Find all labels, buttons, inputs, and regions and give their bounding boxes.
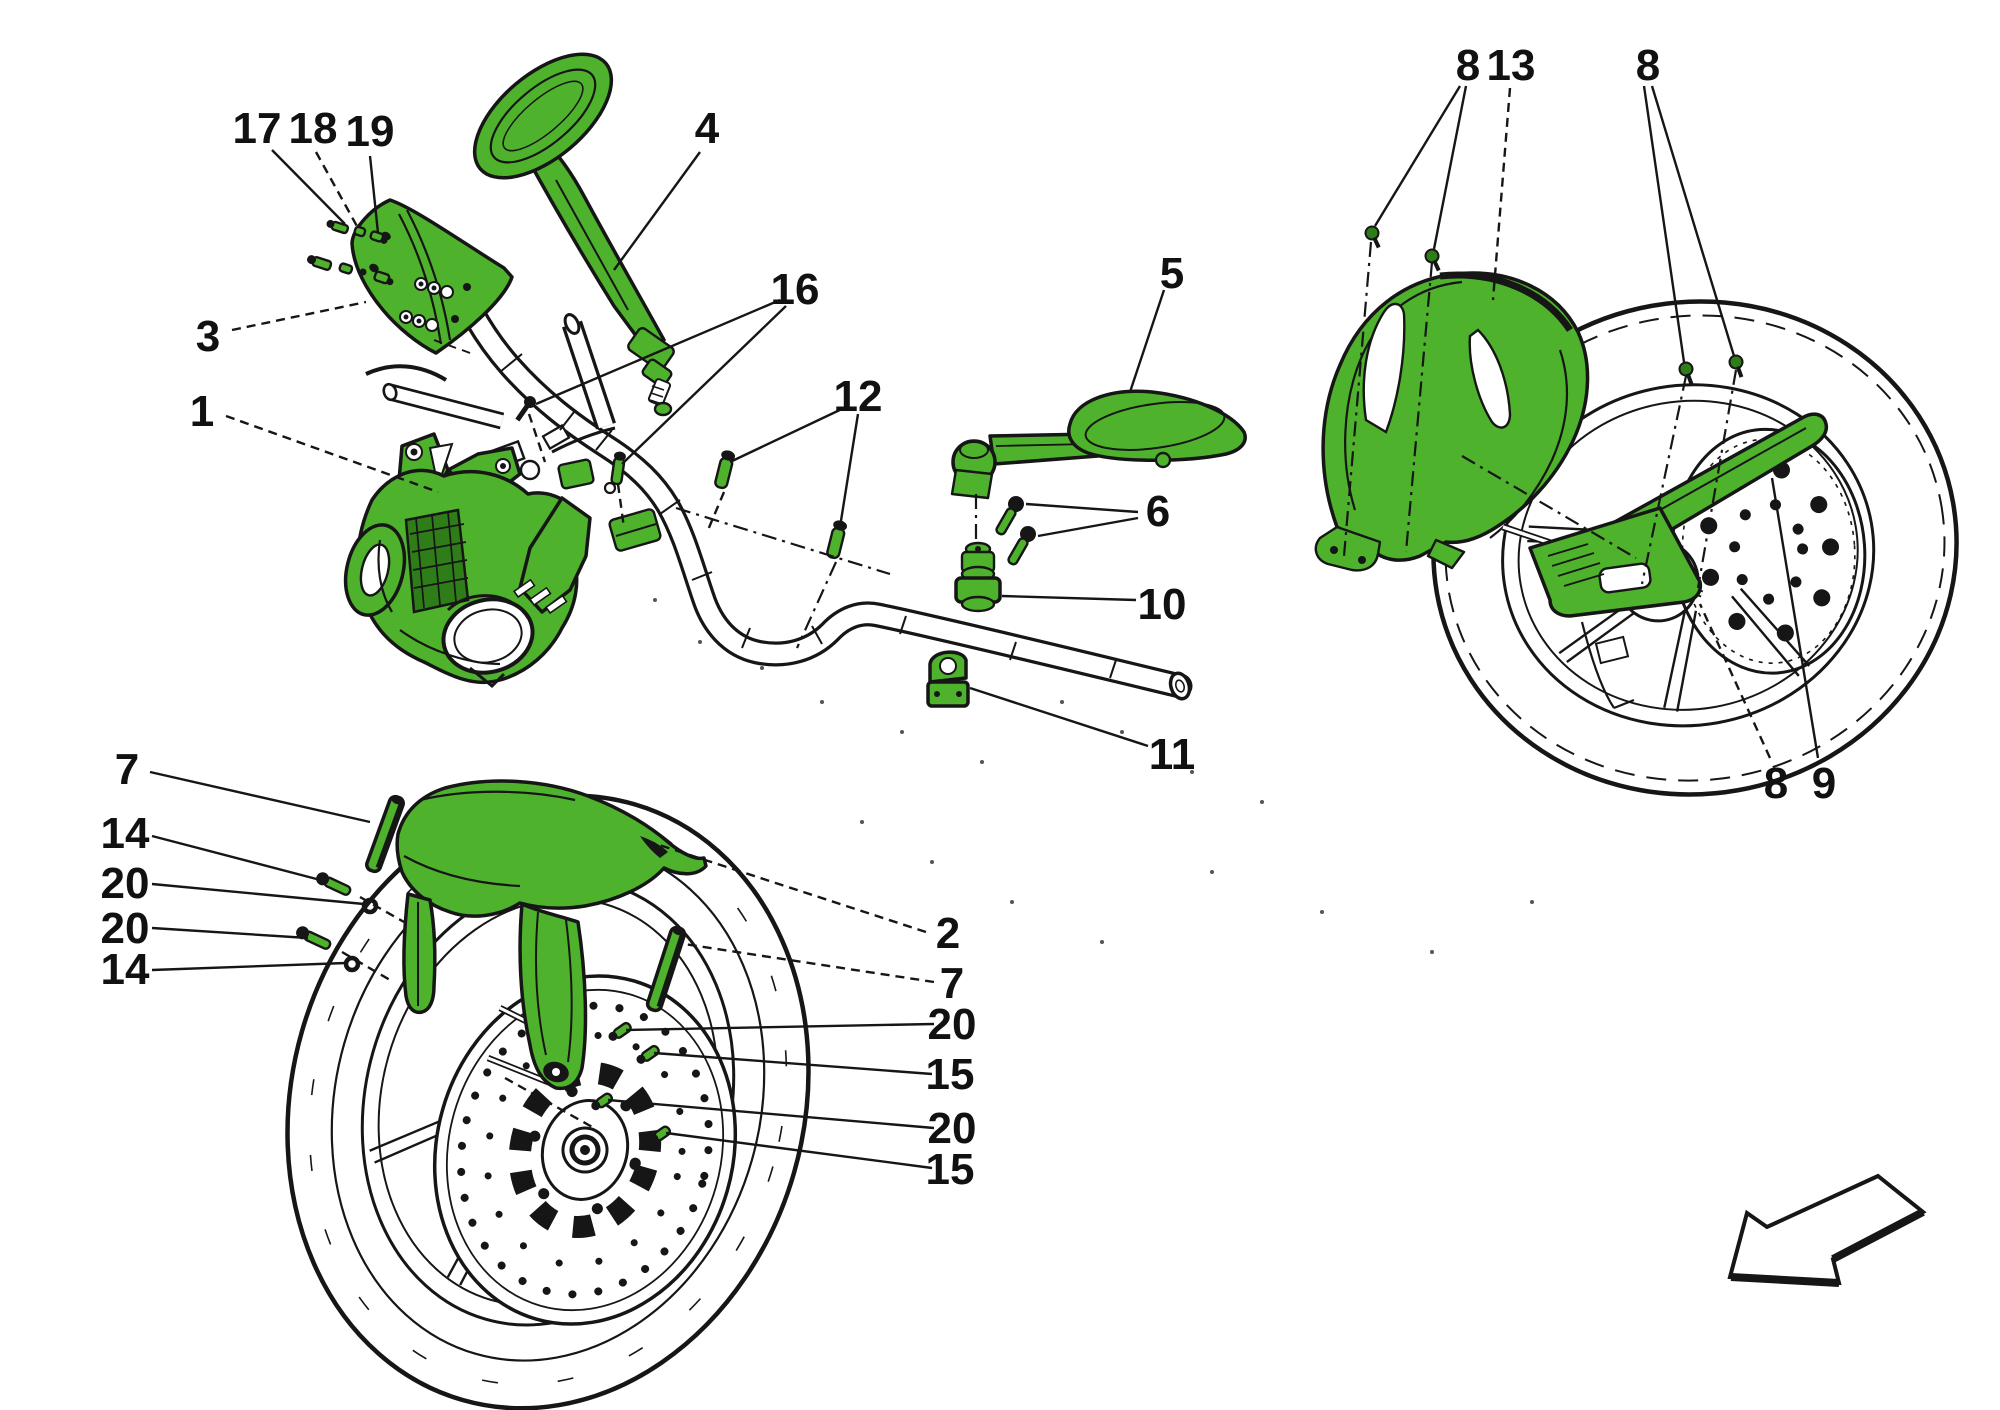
handlebar bbox=[365, 255, 1193, 701]
callout-8: 8 bbox=[1764, 759, 1788, 808]
callout-8: 8 bbox=[1456, 41, 1480, 90]
callout-8: 8 bbox=[1636, 41, 1660, 90]
disc-bolts bbox=[591, 1021, 672, 1144]
callout-15: 15 bbox=[926, 1145, 975, 1194]
callout-7: 7 bbox=[115, 745, 139, 794]
fly-screen bbox=[350, 198, 514, 355]
callout-16: 16 bbox=[771, 265, 820, 314]
headlight-assembly bbox=[343, 432, 592, 689]
left-mirror bbox=[472, 52, 675, 417]
callout-13: 13 bbox=[1487, 41, 1536, 90]
mesh-hatch bbox=[409, 511, 469, 609]
callout-20: 20 bbox=[101, 904, 150, 953]
mirror-mount bbox=[954, 541, 1002, 613]
hugger-screws bbox=[1364, 225, 1744, 385]
callout-15: 15 bbox=[926, 1050, 975, 1099]
callout-14: 14 bbox=[101, 809, 150, 858]
callout-20: 20 bbox=[928, 1104, 977, 1153]
callout-12: 12 bbox=[834, 372, 883, 421]
front-brake-disc bbox=[432, 974, 738, 1326]
front-fender bbox=[395, 779, 708, 1091]
rear-hugger bbox=[1314, 271, 1590, 572]
handlebar-seams bbox=[499, 353, 1117, 679]
callout-2: 2 bbox=[936, 909, 960, 958]
callout-20: 20 bbox=[101, 859, 150, 908]
right-mirror bbox=[950, 389, 1247, 500]
chain-guard bbox=[1501, 412, 1829, 618]
callout-11: 11 bbox=[1149, 730, 1196, 779]
callout-20: 20 bbox=[928, 1000, 977, 1049]
direction-arrow-icon bbox=[1727, 1173, 1927, 1287]
fork-sliders bbox=[365, 794, 687, 1013]
callout-4: 4 bbox=[695, 104, 720, 153]
callout-19: 19 bbox=[346, 107, 395, 156]
fly-screen-fasteners bbox=[307, 219, 394, 286]
leader-lines bbox=[149, 85, 1820, 1170]
callout-18: 18 bbox=[289, 104, 338, 153]
callout-1: 1 bbox=[190, 387, 214, 436]
callout-10: 10 bbox=[1138, 580, 1187, 629]
callout-17: 17 bbox=[233, 104, 282, 153]
alignment-lines bbox=[341, 241, 1738, 1130]
swingarm-sketch bbox=[1580, 621, 1635, 710]
callout-9: 9 bbox=[1812, 759, 1836, 808]
callout-6: 6 bbox=[1146, 487, 1170, 536]
mirror-bolts bbox=[995, 496, 1036, 566]
paper-speckles bbox=[653, 598, 1534, 954]
callout-3: 3 bbox=[196, 312, 220, 361]
callout-14: 14 bbox=[101, 945, 150, 994]
handlebar-clamp bbox=[926, 650, 970, 708]
callout-5: 5 bbox=[1160, 249, 1184, 298]
callout-7: 7 bbox=[940, 959, 964, 1008]
